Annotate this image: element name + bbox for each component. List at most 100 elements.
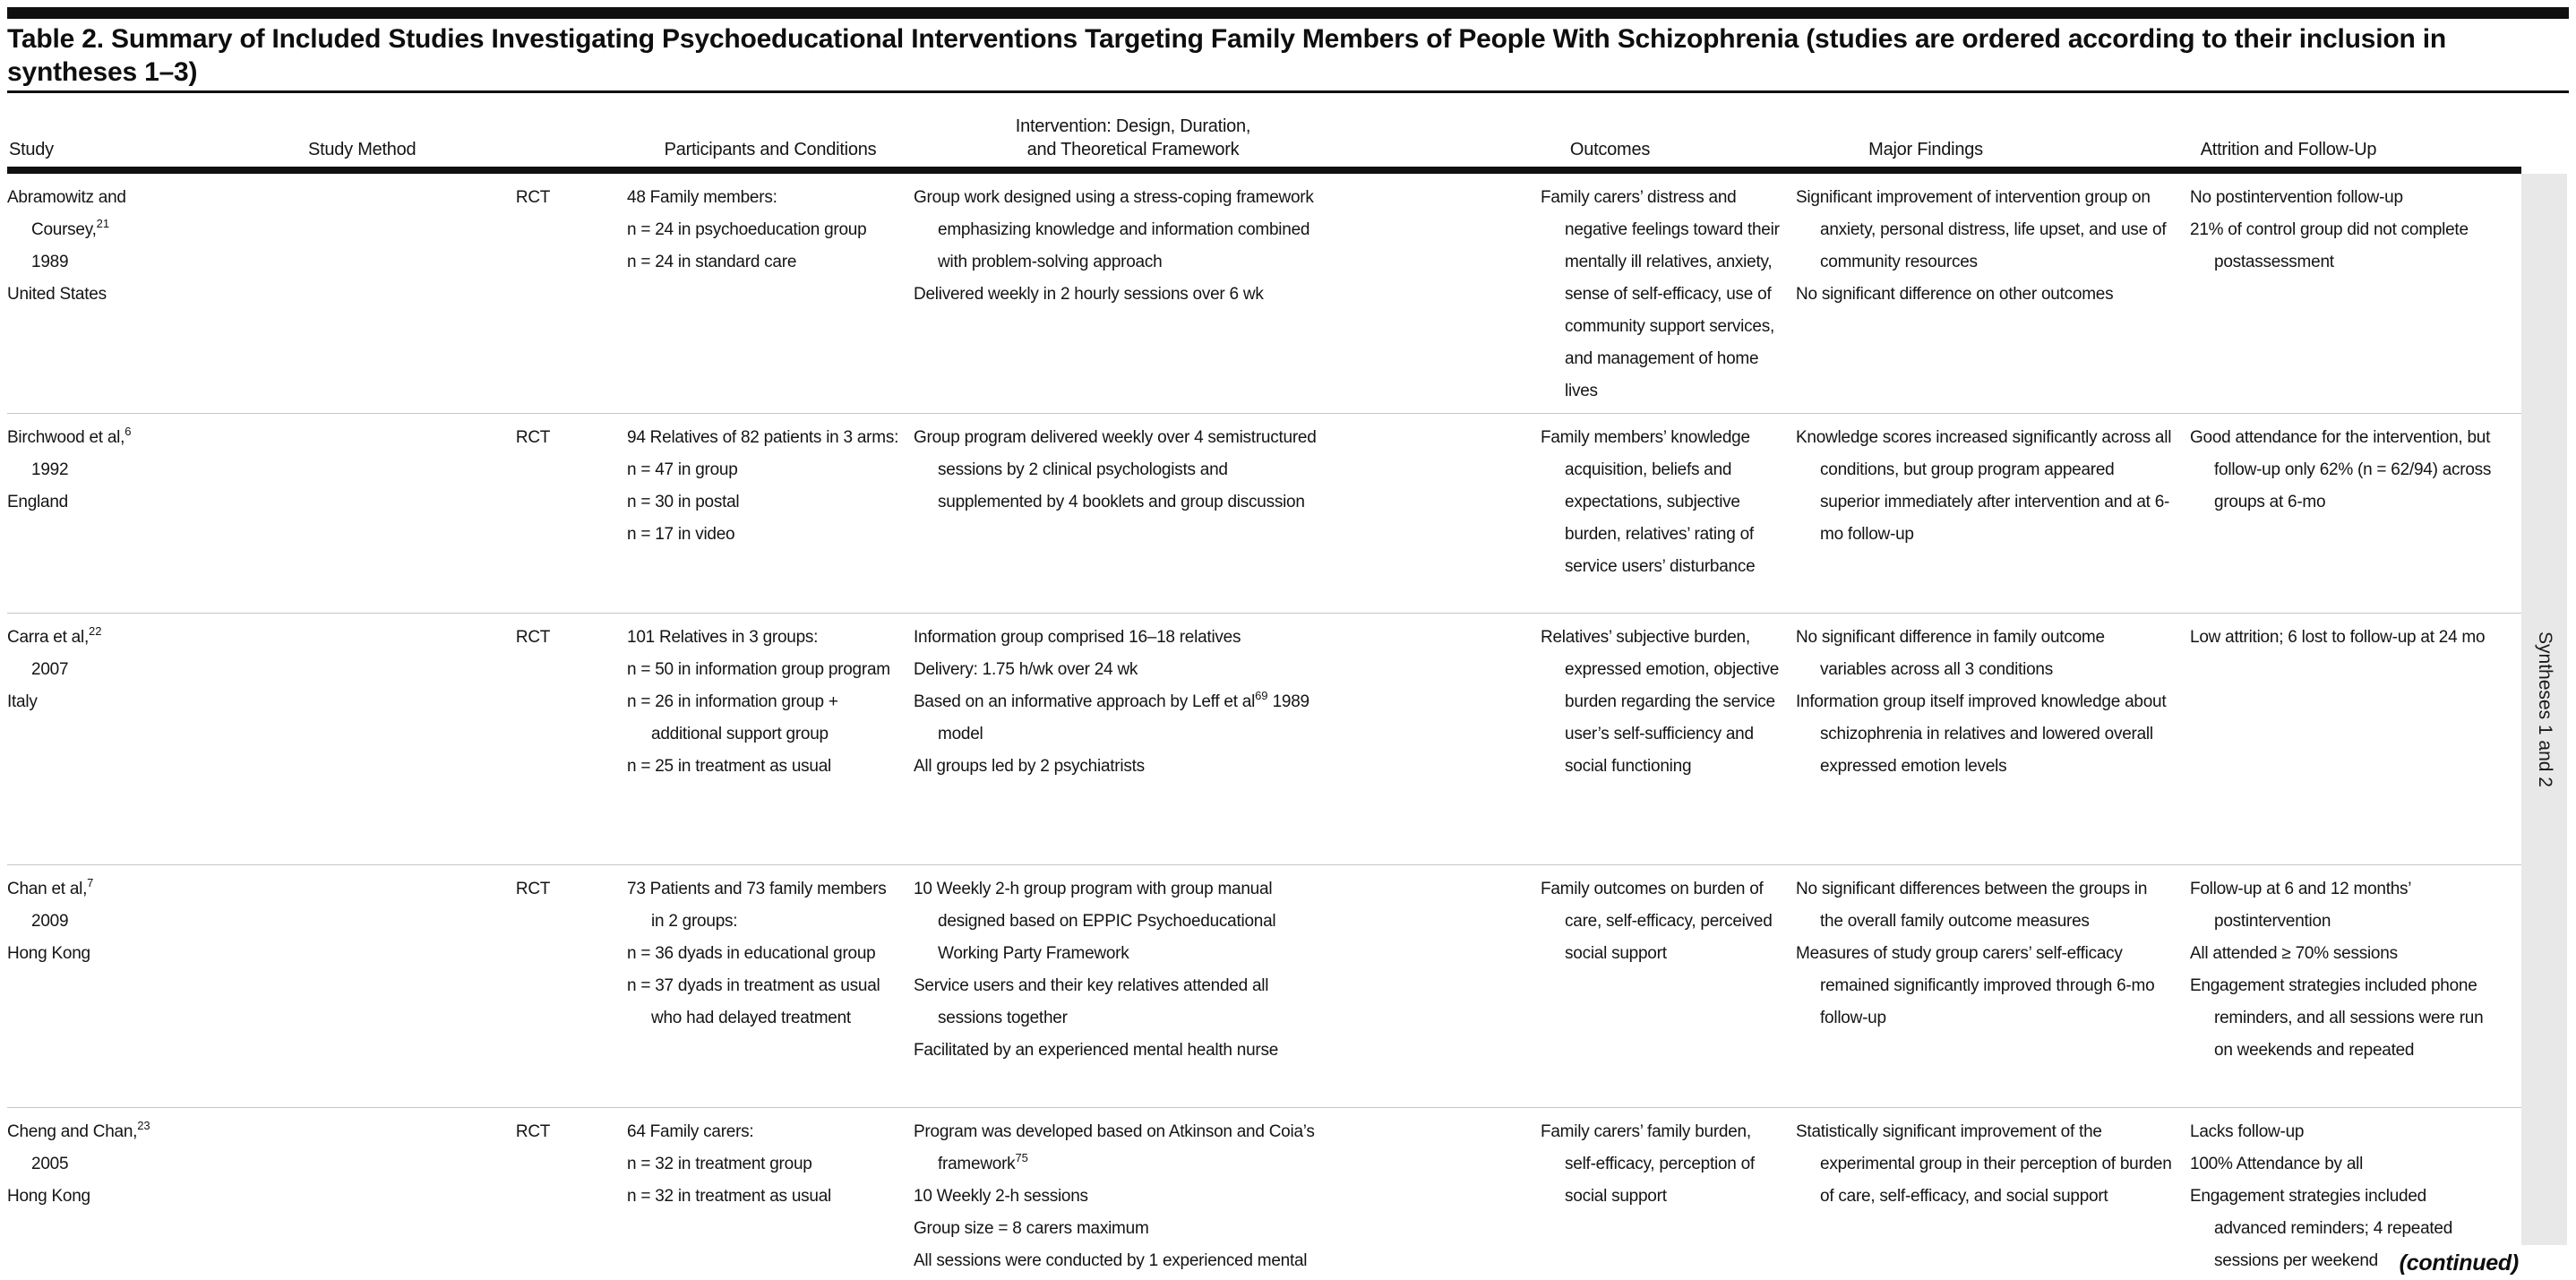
intervention-item: Service users and their key relatives at… [914,976,1269,1027]
participants-item: n = 32 in treatment group [627,1155,812,1173]
participants-item: n = 25 in treatment as usual [627,757,832,776]
participants-item: n = 26 in information group + additional… [627,692,838,743]
studies-table: Study Study Method Participants and Cond… [7,95,2521,1280]
intervention-item: Program was developed based on Atkinson … [914,1122,1315,1173]
intervention-cell: Program was developed based on Atkinson … [914,1107,1541,1280]
outcomes-item: Family members’ knowledge acquisition, b… [1541,428,1756,576]
attrition-item: Lacks follow-up [2190,1122,2305,1141]
column-header-study: Study [7,95,305,174]
study-country: United States [7,285,107,304]
study-method-cell: RCT [305,413,627,614]
study-author: Carra et al,22 [7,624,102,647]
intervention-item: Based on an informative approach by Leff… [914,689,1309,743]
participants-item: 64 Family carers: [627,1122,754,1141]
column-header-participants: Participants and Conditions [627,95,914,174]
outcomes-cell: Family carers’ distress and negative fee… [1541,170,1796,414]
table-title: Table 2. Summary of Included Studies Inv… [7,24,2446,87]
study-author: Abramowitz and [7,188,126,207]
outcomes-cell: Relatives’ subjective burden, expressed … [1541,613,1796,865]
major-findings-item: Statistically significant improvement of… [1796,1122,2172,1206]
outcomes-item: Family outcomes on burden of care, self-… [1541,880,1773,963]
intervention-cell: Group program delivered weekly over 4 se… [914,413,1541,614]
study-country: Hong Kong [7,944,90,963]
participants-item: n = 24 in standard care [627,253,797,271]
study-author: Chan et al,7 [7,876,94,898]
study-author: Cheng and Chan,23 [7,1119,150,1141]
study-method-cell: RCT [305,1107,627,1280]
attrition-cell: Follow-up at 6 and 12 months’ postinterv… [2190,864,2521,1108]
continued-label: (continued) [2399,1250,2520,1276]
study-year: 2009 [31,912,69,931]
intervention-item: Group program delivered weekly over 4 se… [914,428,1317,511]
participants-cell: 48 Family members: n = 24 in psychoeducat… [627,170,914,414]
column-header-attrition: Attrition and Follow-Up [2190,95,2521,174]
column-header-study-method: Study Method [305,95,627,174]
attrition-cell: Low attrition; 6 lost to follow-up at 24… [2190,613,2521,865]
participants-item: 94 Relatives of 82 patients in 3 arms: [627,428,899,447]
outcomes-item: Family carers’ family burden, self-effic… [1541,1122,1755,1206]
study-author: Birchwood et al,6 [7,425,132,447]
study-country: Hong Kong [7,1187,90,1206]
column-header-major-findings: Major Findings [1796,95,2190,174]
attrition-item: Good attendance for the intervention, bu… [2190,428,2492,511]
study-country: England [7,493,68,511]
side-strip: Syntheses 1 and 2 [2521,174,2567,1245]
participants-item: n = 24 in psychoeducation group [627,220,867,239]
attrition-cell: Good attendance for the intervention, bu… [2190,413,2521,614]
major-findings-cell: Significant improvement of intervention … [1796,170,2190,414]
attrition-cell: No postintervention follow-up 21% of cont… [2190,170,2521,414]
major-findings-item: Measures of study group carers’ self-eff… [1796,944,2155,1027]
major-findings-cell: No significant difference in family outc… [1796,613,2190,865]
column-header-outcomes: Outcomes [1541,95,1796,174]
attrition-item: 21% of control group did not complete po… [2190,220,2469,271]
attrition-item: Engagement strategies included phone rem… [2190,976,2484,1060]
outcomes-cell: Family carers’ family burden, self-effic… [1541,1107,1796,1280]
study-author: Coursey,21 [31,217,110,239]
major-findings-item: No significant differences between the g… [1796,880,2148,931]
major-findings-item: No significant difference on other outco… [1796,285,2114,304]
intervention-cell: Information group comprised 16–18 relati… [914,613,1541,865]
intervention-item: Facilitated by an experienced mental hea… [914,1041,1279,1060]
study-year: 2007 [31,660,69,679]
participants-item: n = 17 in video [627,525,735,544]
participants-item: 73 Patients and 73 family members in 2 g… [627,880,887,931]
study-year: 1992 [31,460,69,479]
attrition-item: No postintervention follow-up [2190,188,2403,207]
table-header: Study Study Method Participants and Cond… [7,95,2521,174]
study-method-cell: RCT [515,188,551,207]
study-year: 1989 [31,253,69,271]
intervention-cell: 10 Weekly 2-h group program with group m… [914,864,1541,1108]
intervention-cell: Group work designed using a stress-copin… [914,170,1541,414]
participants-item: n = 30 in postal [627,493,740,511]
participants-cell: 64 Family carers: n = 32 in treatment gro… [627,1107,914,1280]
top-rule [7,7,2569,19]
participants-item: 48 Family members: [627,188,777,207]
participants-item: n = 50 in information group program [627,660,890,679]
title-divider-rule [7,90,2569,93]
intervention-item: All groups led by 2 psychiatrists [914,757,1145,776]
outcomes-item: Family carers’ distress and negative fee… [1541,188,1780,400]
intervention-item: 10 Weekly 2-h group program with group m… [914,880,1276,963]
intervention-item: 10 Weekly 2-h sessions [914,1187,1088,1206]
attrition-item: Engagement strategies included advanced … [2190,1187,2453,1270]
attrition-item: 100% Attendance by all [2190,1155,2364,1173]
participants-cell: 73 Patients and 73 family members in 2 g… [627,864,914,1108]
intervention-item: Group work designed using a stress-copin… [914,188,1314,271]
outcomes-item: Relatives’ subjective burden, expressed … [1541,628,1780,776]
intervention-item: All sessions were conducted by 1 experie… [914,1251,1308,1270]
participants-item: n = 47 in group [627,460,738,479]
participants-item: 101 Relatives in 3 groups: [627,628,819,647]
side-strip-label: Syntheses 1 and 2 [2534,631,2555,787]
outcomes-cell: Family members’ knowledge acquisition, b… [1541,413,1796,614]
attrition-item: Low attrition; 6 lost to follow-up at 24… [2190,628,2486,647]
